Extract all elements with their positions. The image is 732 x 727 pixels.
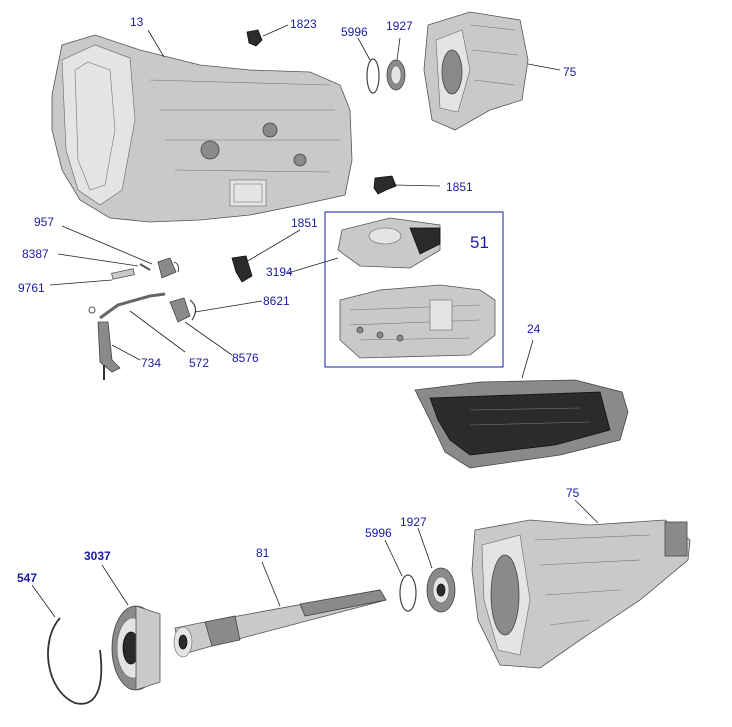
part-75-extension-housing-top [423,11,529,131]
part-5996-snap-ring-top [366,58,380,94]
part-24-oil-pan [414,379,629,469]
callout-1851-a: 1851 [446,180,473,194]
part-3037-bearing [111,605,161,691]
callout-3194: 3194 [266,265,293,279]
callout-1927-top: 1927 [386,19,413,33]
part-8387-pin [139,263,151,271]
callout-75-top: 75 [563,65,577,79]
callout-8621: 8621 [263,294,290,308]
callout-5996-top: 5996 [341,25,368,39]
callout-8576: 8576 [232,351,259,365]
part-572-shift-rod [88,292,166,320]
part-51-valve-body [324,211,504,368]
callout-24: 24 [527,322,541,336]
part-81-output-shaft [173,589,387,658]
part-734-bracket [97,321,121,380]
callout-1927-bottom: 1927 [400,515,427,529]
part-75-extension-housing-bottom [471,519,691,669]
part-5996-snap-ring-bottom [399,574,417,612]
part-8576-lever [169,297,191,323]
callout-572: 572 [189,356,209,370]
callout-3037: 3037 [84,549,111,563]
part-8621-clip [189,299,197,321]
callout-labels: 13 1823 5996 1927 75 1851 957 8387 9761 … [17,15,580,585]
part-957-bracket [157,257,179,279]
leader-lines [31,24,599,618]
part-1851-speed-sensor-mid [231,255,253,283]
callout-1823: 1823 [290,17,317,31]
callout-5996-bottom: 5996 [365,526,392,540]
callout-1851-b: 1851 [291,216,318,230]
callout-81: 81 [256,546,270,560]
part-1927-bearing-top [386,59,406,91]
part-1823-sensor [246,29,263,47]
callout-13: 13 [130,15,144,29]
part-1927-bearing-bottom [426,567,456,613]
callout-75-bottom: 75 [566,486,580,500]
part-547-snap-ring [47,617,103,705]
part-1851-speed-sensor-top [373,175,397,195]
part-13-transmission-case [51,34,353,223]
callout-8387: 8387 [22,247,49,261]
part-9761-pin [111,268,135,280]
callout-957: 957 [34,215,54,229]
callout-734: 734 [141,356,161,370]
callout-9761: 9761 [18,281,45,295]
callout-51: 51 [470,233,489,252]
callout-547: 547 [17,571,37,585]
